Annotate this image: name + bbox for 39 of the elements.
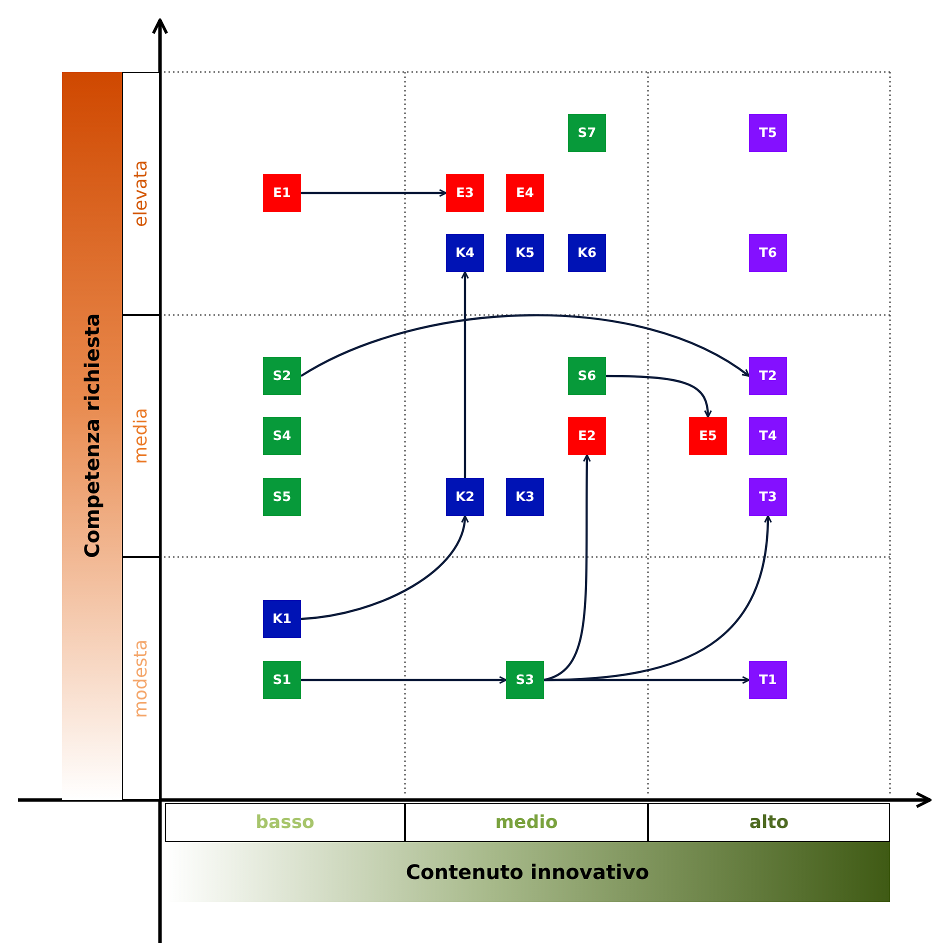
category-tag: K2 — [446, 478, 484, 516]
axis-title-band: Competenza richiesta — [62, 72, 122, 800]
arrow — [544, 454, 591, 682]
category-tag: T3 — [749, 478, 787, 516]
category-tag: E1 — [263, 174, 301, 212]
category-tag: T5 — [749, 114, 787, 152]
level-cell: elevata — [122, 72, 160, 315]
arrow — [300, 314, 750, 377]
level-cell: alto — [648, 803, 890, 842]
category-tag: S5 — [263, 478, 301, 516]
category-tag: E3 — [446, 174, 484, 212]
category-tag: T4 — [749, 417, 787, 455]
category-tag: T2 — [749, 357, 787, 395]
category-tag: K5 — [506, 234, 544, 272]
category-tag: E2 — [568, 417, 606, 455]
category-tag: K6 — [568, 234, 606, 272]
level-cell: modesta — [122, 557, 160, 800]
arrow — [301, 189, 447, 197]
category-tag: K3 — [506, 478, 544, 516]
category-tag: S7 — [568, 114, 606, 152]
category-tag: T1 — [749, 661, 787, 699]
level-cell: media — [122, 315, 160, 557]
category-tag: K1 — [263, 600, 301, 638]
arrow — [461, 271, 469, 478]
category-tag: S6 — [568, 357, 606, 395]
category-tag: S2 — [263, 357, 301, 395]
category-tag: E5 — [689, 417, 727, 455]
level-cell: basso — [165, 803, 405, 842]
category-tag: T6 — [749, 234, 787, 272]
category-tag: S4 — [263, 417, 301, 455]
category-tag: S3 — [506, 661, 544, 699]
arrow — [300, 515, 468, 620]
level-cell: medio — [405, 803, 648, 842]
category-tag: K4 — [446, 234, 484, 272]
category-tag: E4 — [506, 174, 544, 212]
category-tag: S1 — [263, 661, 301, 699]
arrow — [544, 676, 750, 684]
arrow — [301, 676, 507, 684]
arrow — [606, 374, 712, 418]
